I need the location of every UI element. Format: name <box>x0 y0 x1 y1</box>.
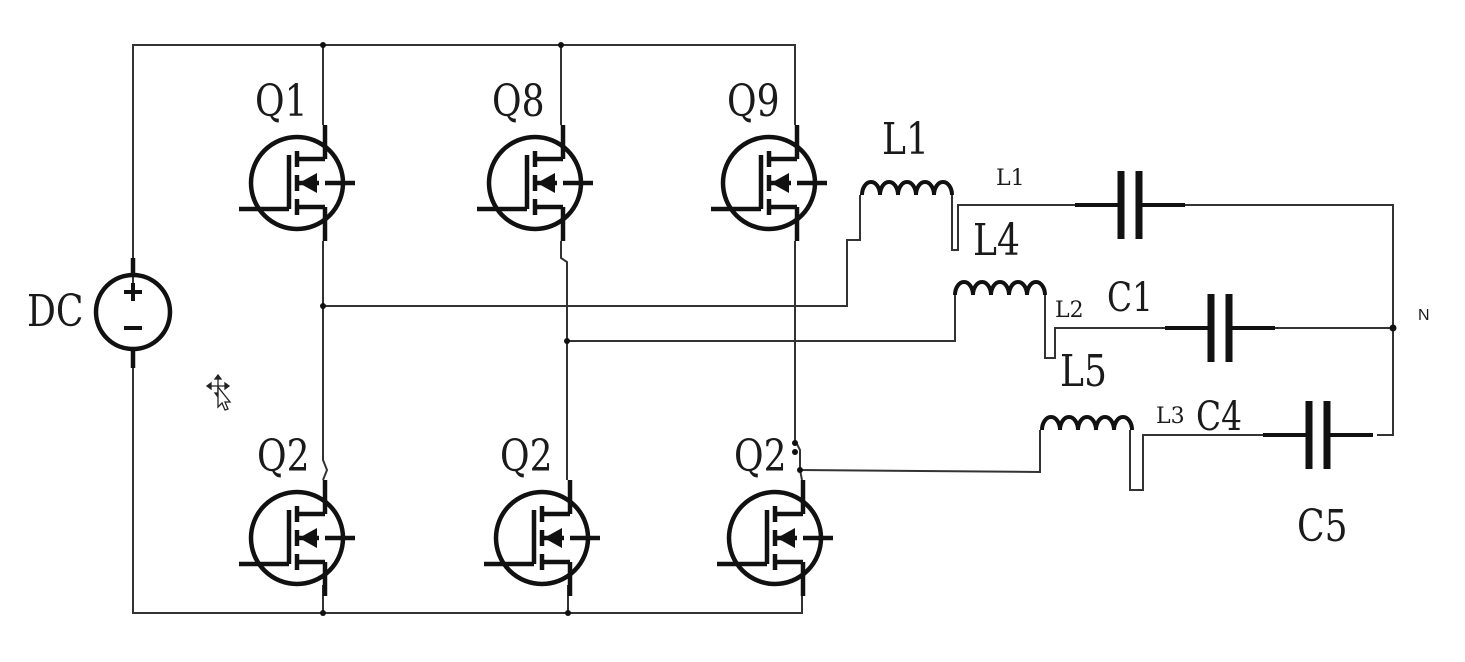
label-capacitor-c5: C5 <box>1297 501 1348 552</box>
capacitor-c1 <box>1075 171 1185 239</box>
mosfet-q9 <box>711 125 827 241</box>
label-line-l1: L1 <box>996 166 1025 191</box>
mosfet-q1 <box>239 125 355 241</box>
inductor-l5 <box>1040 415 1134 432</box>
dc-bus <box>132 44 803 614</box>
bus-junctions <box>320 42 571 616</box>
move-cursor-icon <box>205 374 232 411</box>
label-q9: Q9 <box>727 76 780 127</box>
phase-junctions <box>320 303 803 473</box>
mosfet-q8 <box>477 125 593 241</box>
label-q2-middle: Q2 <box>500 431 553 482</box>
output-wiring <box>951 195 1394 491</box>
capacitor-c4 <box>1165 294 1275 362</box>
label-capacitor-c4: C4 <box>1196 394 1242 440</box>
label-q2-left: Q2 <box>257 431 310 482</box>
inductor-l1 <box>860 180 954 197</box>
label-q1: Q1 <box>255 76 308 127</box>
label-inductor-l1: L1 <box>882 114 929 165</box>
label-q2-right: Q2 <box>734 431 787 482</box>
label-inductor-l5: L5 <box>1060 346 1107 397</box>
label-neutral: N <box>1418 307 1430 324</box>
mosfet-q2-middle <box>484 480 600 596</box>
dc-voltage-source-icon <box>93 258 173 368</box>
label-inductor-l4: L4 <box>973 215 1020 266</box>
label-q8: Q8 <box>492 76 545 127</box>
mosfet-q2-left <box>239 480 355 596</box>
label-capacitor-c1: C1 <box>1107 275 1153 321</box>
label-line-l3: L3 <box>1156 404 1185 429</box>
neutral-node <box>1389 324 1397 332</box>
capacitor-c5 <box>1263 401 1373 469</box>
mosfet-q2-right <box>717 480 833 596</box>
label-line-l2: L2 <box>1055 298 1084 323</box>
inductor-l4 <box>953 280 1047 297</box>
dc-source-label: DC <box>27 286 84 337</box>
phase-legs <box>322 195 1041 481</box>
